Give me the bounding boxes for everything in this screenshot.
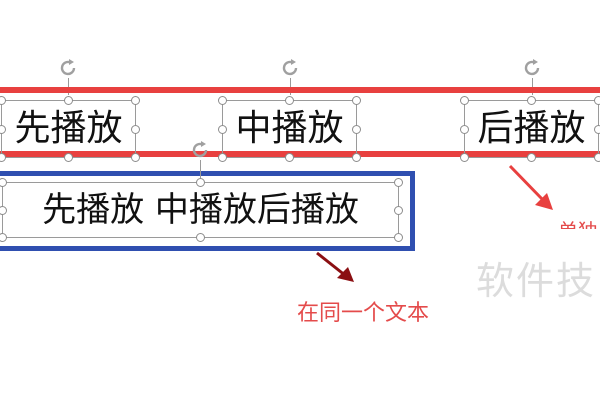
resize-handle[interactable] xyxy=(0,124,6,134)
resize-handle[interactable] xyxy=(527,153,536,162)
resize-handle[interactable] xyxy=(218,124,227,134)
resize-handle[interactable] xyxy=(196,233,205,242)
watermark: 软件技 xyxy=(476,259,597,303)
resize-handle[interactable] xyxy=(64,96,73,105)
resize-handle[interactable] xyxy=(131,124,140,134)
rotate-stem xyxy=(290,78,291,95)
resize-handle[interactable] xyxy=(460,153,469,162)
text-box-last[interactable]: 后播放 xyxy=(460,96,600,162)
resize-handle[interactable] xyxy=(394,178,403,187)
resize-handle[interactable] xyxy=(196,178,205,187)
text-box-middle-label: 中播放 xyxy=(235,108,344,149)
text-box-combined-label: 先播放 中播放后播放 xyxy=(42,190,359,230)
resize-handle[interactable] xyxy=(394,233,403,242)
text-box-last-label: 后播放 xyxy=(477,108,586,149)
resize-handle[interactable] xyxy=(352,96,361,105)
resize-handle[interactable] xyxy=(218,96,227,105)
resize-handle[interactable] xyxy=(64,153,73,162)
resize-handle[interactable] xyxy=(527,96,536,105)
text-box-first-label: 先播放 xyxy=(14,108,123,149)
arrow-icon xyxy=(508,164,553,210)
resize-handle[interactable] xyxy=(131,96,140,105)
text-box-combined[interactable]: 先播放 中播放后播放 xyxy=(0,178,403,242)
separate-note: 单独 xyxy=(560,209,600,229)
resize-handle[interactable] xyxy=(394,205,403,215)
rotate-stem xyxy=(68,78,69,95)
same-text-note: 在同一个文本 xyxy=(297,301,430,326)
red-highlight-frame xyxy=(0,87,600,157)
arrow-icon xyxy=(316,251,354,282)
resize-handle[interactable] xyxy=(594,124,600,134)
rotate-handle-icon[interactable] xyxy=(521,57,543,79)
resize-handle[interactable] xyxy=(352,124,361,134)
resize-handle[interactable] xyxy=(460,96,469,105)
resize-handle[interactable] xyxy=(594,96,600,105)
rotate-stem xyxy=(532,78,533,95)
blue-highlight-frame xyxy=(0,171,415,251)
rotate-stem xyxy=(200,160,201,182)
resize-handle[interactable] xyxy=(0,96,6,105)
separate-note-label: 单独 xyxy=(560,215,598,229)
text-box-first[interactable]: 先播放 xyxy=(0,96,140,162)
resize-handle[interactable] xyxy=(0,178,7,187)
rotate-handle-icon[interactable] xyxy=(279,57,301,79)
resize-handle[interactable] xyxy=(594,153,600,162)
resize-handle[interactable] xyxy=(352,153,361,162)
resize-handle[interactable] xyxy=(460,124,469,134)
resize-handle[interactable] xyxy=(285,96,294,105)
resize-handle[interactable] xyxy=(131,153,140,162)
resize-handle[interactable] xyxy=(0,153,6,162)
resize-handle[interactable] xyxy=(285,153,294,162)
resize-handle[interactable] xyxy=(218,153,227,162)
text-box-middle[interactable]: 中播放 xyxy=(218,96,361,162)
rotate-handle-icon[interactable] xyxy=(57,57,79,79)
rotate-handle-icon[interactable] xyxy=(189,139,211,161)
resize-handle[interactable] xyxy=(0,233,7,242)
resize-handle[interactable] xyxy=(0,205,7,215)
